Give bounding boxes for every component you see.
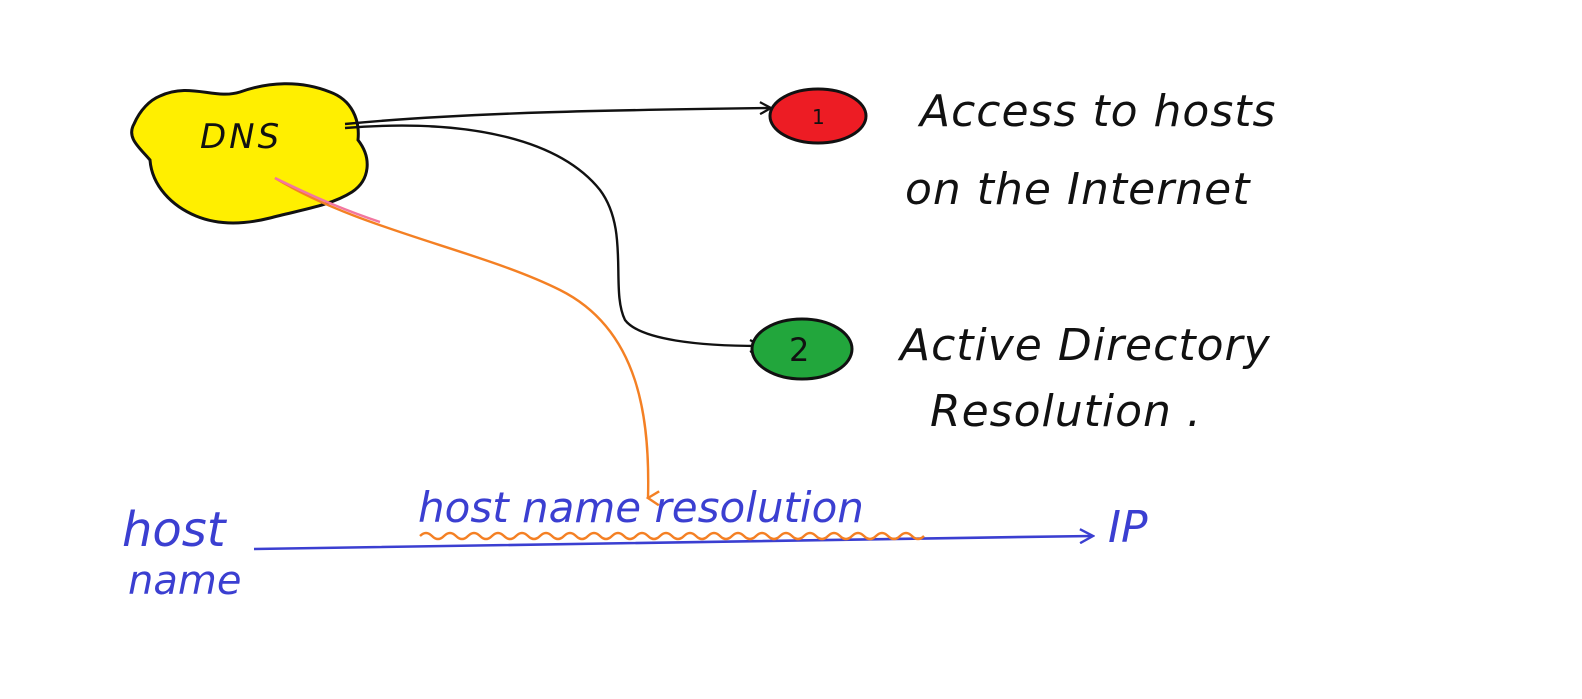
node-2-text-line-1: Active Directory [897,320,1271,371]
resolution-flow: host name host name resolution IP [122,483,1148,604]
destination-label: IP [1108,502,1148,553]
target-node-2: 2 [750,317,854,381]
dns-node: DNS [130,82,369,225]
target-node-1: 1 [768,87,868,145]
process-label: host name resolution [418,483,864,532]
dns-label: DNS [200,117,282,157]
arrow-dns-to-node-2 [344,124,760,346]
node-1-circle [768,87,868,145]
source-label-line-2: name [128,558,241,604]
node-1-text-line-1: Access to hosts [917,86,1276,137]
arrow-dns-to-node-1 [344,108,770,126]
node-1-number: 1 [812,105,825,129]
node-2-text-line-2: Resolution . [930,386,1202,437]
source-label-line-1: host [122,502,228,558]
node-2-circle [750,317,854,381]
arrow-dns-to-resolution [274,176,648,498]
arrow-dns-to-resolution-pink-segment [274,176,381,224]
node-2-number: 2 [789,331,809,369]
process-label-wavy-underline [419,531,925,541]
arrow-host-to-ip [253,536,1092,551]
node-1-text-line-2: on the Internet [905,164,1251,215]
